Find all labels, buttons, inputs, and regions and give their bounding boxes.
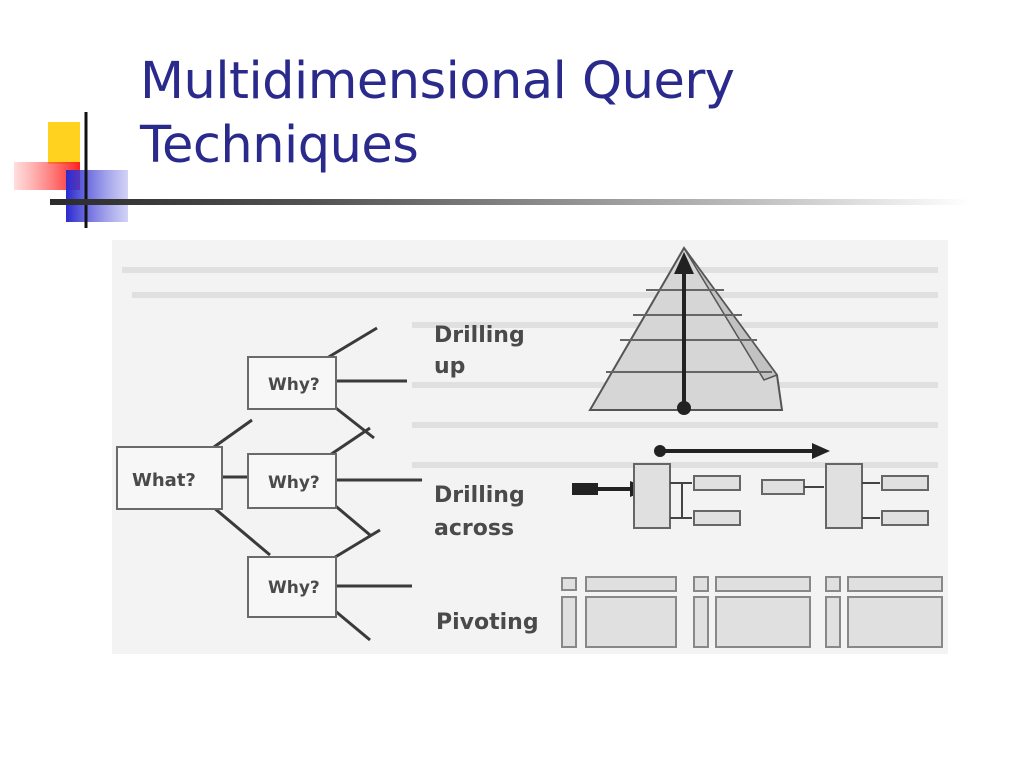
figure-background <box>112 240 948 654</box>
why-box-bottom <box>247 556 337 618</box>
drilling-across-label-1: Drilling <box>434 483 525 508</box>
why-box-bottom-label: Why? <box>268 578 320 598</box>
drilling-across-diagram <box>572 443 929 529</box>
query-techniques-figure: What? Why? Why? Why? Drilling up Drillin… <box>112 240 948 654</box>
title-line-2: Techniques <box>140 116 419 175</box>
why-box-top-label: Why? <box>268 375 320 395</box>
why-box-middle-label: Why? <box>268 473 320 493</box>
pyramid-arrow-head <box>674 252 694 274</box>
pivoting-label: Pivoting <box>436 610 539 635</box>
drilling-across-label-2: across <box>434 516 514 541</box>
why-box-middle <box>247 453 337 509</box>
blue-square <box>66 170 128 222</box>
top-arrow-head <box>812 443 830 459</box>
table-block-left <box>633 463 671 529</box>
pyramid-arrow-dot <box>677 401 691 415</box>
pivoting-diagram <box>561 576 943 648</box>
title-line-1: Multidimensional Query <box>140 52 735 111</box>
what-box-label: What? <box>132 470 196 491</box>
what-box <box>116 446 223 510</box>
drilling-up-label-2: up <box>434 354 465 379</box>
title-underline <box>50 199 970 205</box>
why-box-top <box>247 356 337 410</box>
title-decoration <box>14 112 130 228</box>
yellow-square <box>48 122 80 164</box>
pyramid-diagram <box>588 246 784 415</box>
slide-title: Multidimensional Query Techniques <box>140 50 1000 178</box>
table-block-right <box>825 463 863 529</box>
tree-connectors <box>206 326 422 642</box>
drilling-up-label-1: Drilling <box>434 323 525 348</box>
